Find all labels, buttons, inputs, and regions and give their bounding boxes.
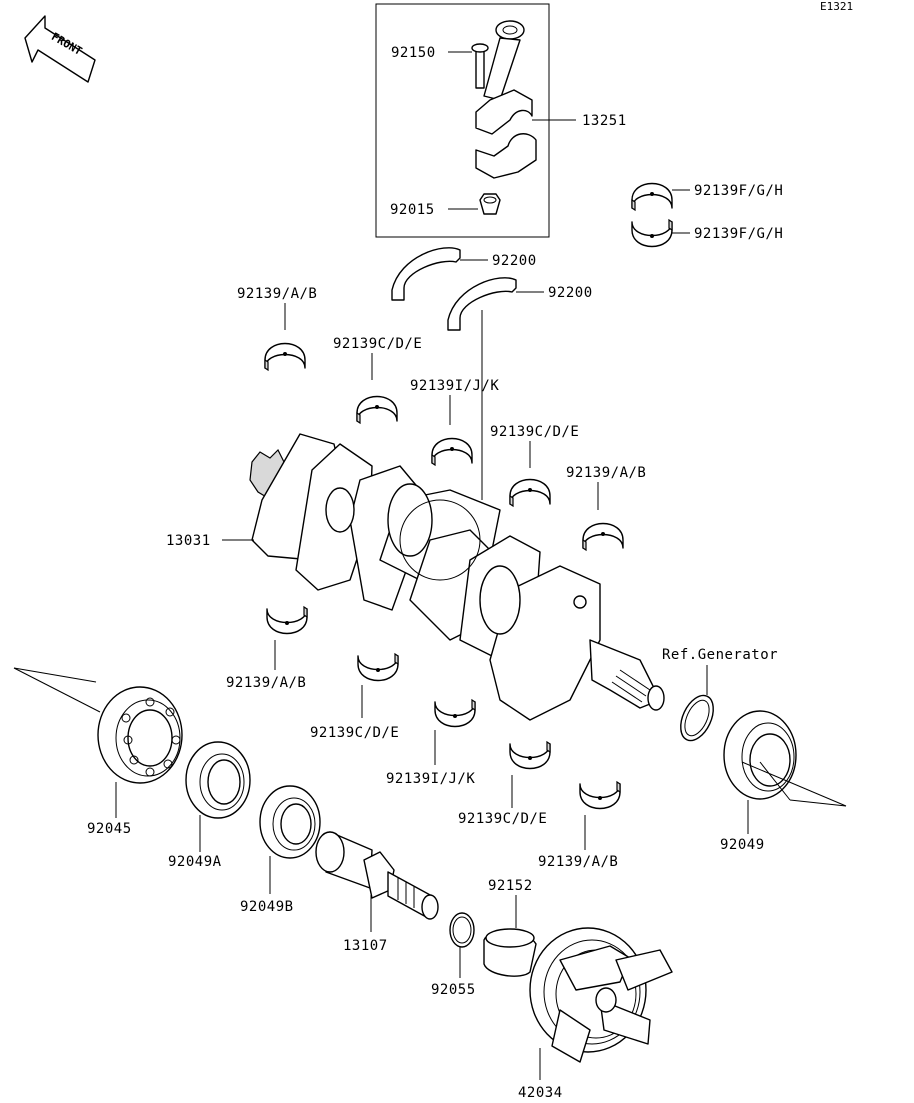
label-13107: 13107 — [343, 938, 388, 954]
label-92139fgh-bottom: 92139F/G/H — [694, 226, 783, 242]
label-92139cde-1: 92139C/D/E — [333, 336, 422, 352]
label-92139ijk-1: 92139I/J/K — [410, 378, 499, 394]
label-92200-a: 92200 — [492, 253, 537, 269]
label-92139cde-4: 92139C/D/E — [458, 811, 547, 827]
rotor-42034 — [529, 927, 673, 1063]
label-92139ab-4: 92139/A/B — [538, 854, 618, 870]
main-bearing-1 — [264, 342, 306, 371]
label-92139fgh-top: 92139F/G/H — [694, 183, 783, 199]
oil-seal-92049b — [259, 785, 321, 859]
label-42034: 42034 — [518, 1085, 563, 1101]
label-92139ijk-2: 92139I/J/K — [386, 771, 475, 787]
rod-bearing-upper — [631, 182, 673, 211]
main-bearing-2 — [356, 395, 398, 424]
generator-o-ring — [680, 694, 714, 742]
label-92139cde-3: 92139C/D/E — [310, 725, 399, 741]
label-92200-b: 92200 — [548, 285, 593, 301]
oil-seal-92049a — [185, 741, 251, 819]
oil-seal-92049 — [723, 710, 797, 800]
collar-92152 — [483, 928, 537, 977]
ball-bearing-92045 — [97, 686, 183, 784]
label-92049a: 92049A — [168, 854, 222, 870]
main-bearing-7 — [357, 653, 399, 682]
label-92139cde-2: 92139C/D/E — [490, 424, 579, 440]
o-ring-92055 — [449, 912, 475, 948]
label-92049: 92049 — [720, 837, 765, 853]
main-bearing-4 — [509, 478, 551, 507]
connecting-rod-assembly — [471, 20, 537, 215]
label-92049b: 92049B — [240, 899, 294, 915]
main-bearing-5 — [582, 522, 624, 551]
label-92045: 92045 — [87, 821, 132, 837]
label-92055: 92055 — [431, 982, 476, 998]
front-arrow-icon: FRONT — [24, 15, 96, 83]
main-bearing-3 — [431, 437, 473, 466]
main-bearing-8 — [434, 699, 476, 728]
diagram-code: E1321 — [820, 0, 853, 13]
label-92139ab-3: 92139/A/B — [226, 675, 306, 691]
thrust-washer-upper — [391, 247, 461, 301]
shaft-13107 — [315, 831, 439, 920]
label-13031: 13031 — [166, 533, 211, 549]
rod-bearing-lower — [631, 219, 673, 248]
main-bearing-10 — [579, 781, 621, 810]
crankshaft — [249, 433, 665, 721]
main-bearing-9 — [509, 741, 551, 770]
label-ref-generator: Ref.Generator — [662, 647, 778, 663]
label-92015: 92015 — [390, 202, 435, 218]
label-13251: 13251 — [582, 113, 627, 129]
label-92152: 92152 — [488, 878, 533, 894]
thrust-washer-lower — [447, 277, 517, 331]
main-bearing-6 — [266, 606, 308, 635]
label-92139ab-1: 92139/A/B — [237, 286, 317, 302]
label-92139ab-2: 92139/A/B — [566, 465, 646, 481]
label-92150: 92150 — [391, 45, 436, 61]
